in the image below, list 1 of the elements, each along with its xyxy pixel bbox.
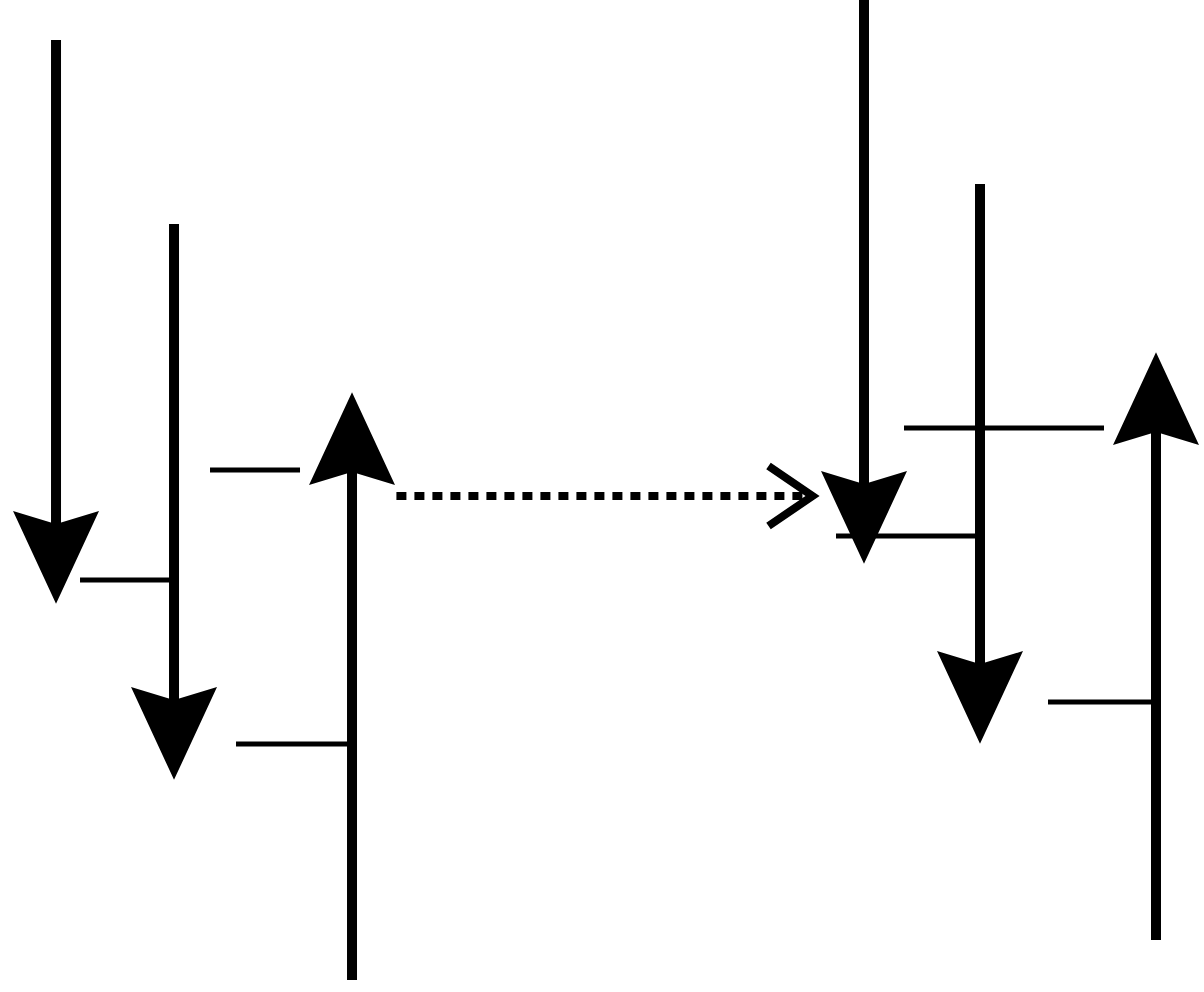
dotted-arrow [396, 462, 820, 530]
